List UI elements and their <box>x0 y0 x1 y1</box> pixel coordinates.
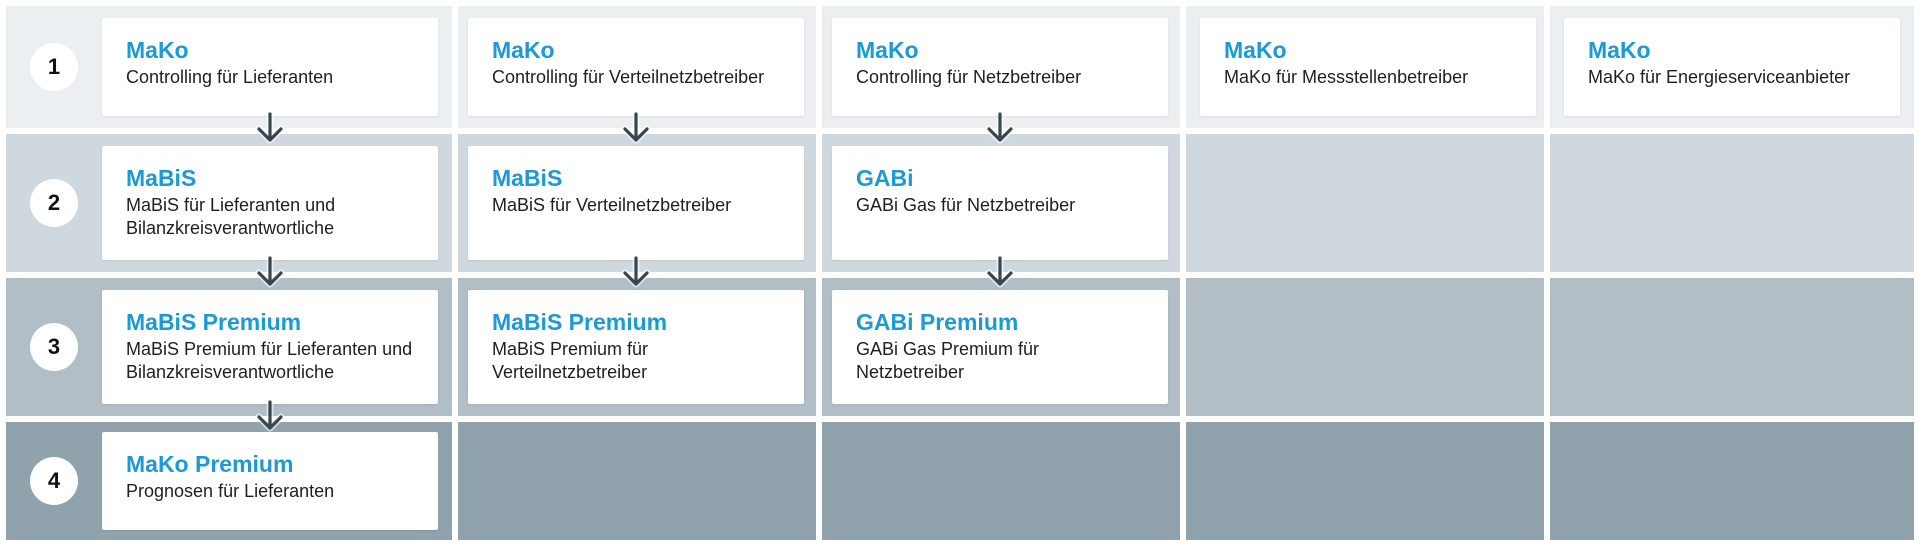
product-description: Controlling für Lieferanten <box>126 67 334 87</box>
product-description: MaKo für Energieserviceanbieter <box>1588 67 1851 87</box>
product-description: Controlling für Netzbetreiber <box>856 67 1082 87</box>
arrow-down-icon <box>255 400 285 432</box>
product-title: MaKo <box>856 37 919 63</box>
cell-row-4-col-3 <box>822 422 1180 540</box>
product-title: MaKo Premium <box>126 451 294 477</box>
product-title: MaBiS <box>492 165 563 191</box>
product-title: GABi Premium <box>856 309 1019 335</box>
cell-row-2-col-5 <box>1550 134 1914 272</box>
cell-row-4-col-4 <box>1186 422 1544 540</box>
arrow-down-icon <box>255 112 285 144</box>
arrow-down-icon <box>985 256 1015 288</box>
product-title: GABi <box>856 165 914 191</box>
cell-row-2-col-2: MaBiS MaBiS für Verteilnetzbetreiber <box>458 134 816 272</box>
step-number-badge: 4 <box>30 457 78 505</box>
product-title: MaKo <box>1224 37 1287 63</box>
arrow-down-icon <box>621 112 651 144</box>
step-number-badge: 2 <box>30 179 78 227</box>
product-description: MaKo für Messstellenbetreiber <box>1224 67 1469 87</box>
product-card[interactable]: MaBiS MaBiS für Verteilnetzbetreiber <box>468 146 804 260</box>
product-title: MaBiS <box>126 165 197 191</box>
product-title: MaKo <box>126 37 189 63</box>
product-card[interactable]: MaBiS MaBiS für Lieferanten und Bilanzkre… <box>102 146 438 260</box>
arrow-down-icon <box>985 112 1015 144</box>
product-title: MaKo <box>492 37 555 63</box>
product-description: Controlling für Verteilnetzbetreiber <box>492 67 765 87</box>
product-title: MaBiS Premium <box>126 309 302 335</box>
product-description: MaBiS für Verteilnetzbetreiber <box>492 195 732 215</box>
product-title: MaKo <box>1588 37 1651 63</box>
product-description: MaBiS Premium für Verteilnetzbetreiber <box>492 339 649 382</box>
arrow-down-icon <box>255 256 285 288</box>
step-number-badge: 3 <box>30 323 78 371</box>
cell-row-2-col-1: MaBiS MaBiS für Lieferanten und Bilanzkre… <box>6 134 452 272</box>
cell-row-4-col-2 <box>458 422 816 540</box>
step-number-badge: 1 <box>30 43 78 91</box>
product-title: MaBiS Premium <box>492 309 668 335</box>
cell-row-4-col-5 <box>1550 422 1914 540</box>
product-description: Prognosen für Lieferanten <box>126 481 335 501</box>
product-description: MaBiS für Lieferanten und Bilanzkreisver… <box>126 195 336 238</box>
arrow-down-icon <box>621 256 651 288</box>
cell-row-2-col-4 <box>1186 134 1544 272</box>
cell-row-3-col-4 <box>1186 278 1544 416</box>
product-description: MaBiS Premium für Lieferanten und Bilanz… <box>126 339 413 382</box>
cell-row-3-col-5 <box>1550 278 1914 416</box>
product-description: GABi Gas Premium für Netzbetreiber <box>856 339 1040 382</box>
product-description: GABi Gas für Netzbetreiber <box>856 195 1076 215</box>
